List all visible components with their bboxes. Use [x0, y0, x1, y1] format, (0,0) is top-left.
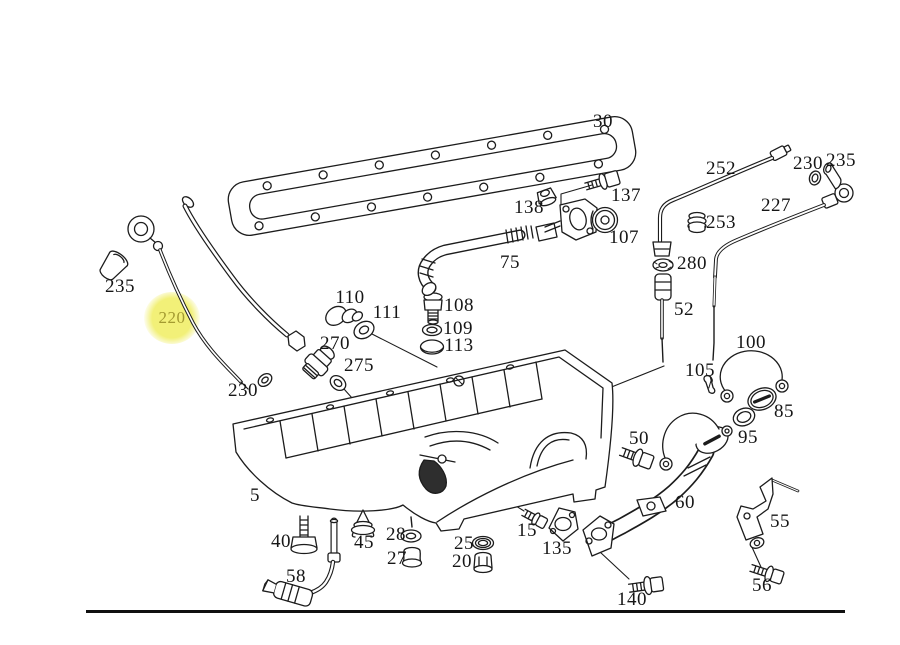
part-label-235-top[interactable]: 235 [826, 150, 856, 171]
clamp-100 [719, 350, 789, 403]
part-label-100[interactable]: 100 [736, 332, 766, 353]
part-label-109[interactable]: 109 [443, 318, 473, 339]
gasket-135 [548, 507, 579, 542]
part-label-25[interactable]: 25 [454, 533, 474, 554]
part-label-107[interactable]: 107 [609, 227, 639, 248]
part-label-111[interactable]: 111 [372, 302, 402, 323]
guide-tube [181, 196, 306, 352]
gasket-30 [227, 116, 637, 236]
part-label-275[interactable]: 275 [344, 355, 374, 376]
nut-138 [536, 187, 557, 207]
part-label-85[interactable]: 85 [774, 401, 794, 422]
part-label-5[interactable]: 5 [250, 485, 260, 506]
leader-111-to-pan [371, 333, 438, 368]
oil-pan-5 [232, 349, 614, 532]
cap-235-right [822, 162, 842, 190]
bolt-137 [584, 170, 621, 191]
seal-95 [732, 407, 756, 427]
bolt-56 [749, 563, 785, 585]
part-label-75[interactable]: 75 [500, 252, 520, 273]
dipstick-220 [127, 215, 249, 390]
bracket-55 [736, 477, 800, 549]
part-label-58[interactable]: 58 [286, 566, 306, 587]
part-label-230-left[interactable]: 230 [228, 380, 258, 401]
cap-113 [419, 339, 445, 355]
ring-111 [353, 320, 375, 340]
cap-235-left [99, 250, 129, 281]
leader-55-to-56 [750, 544, 762, 568]
leader-flange-to-140 [599, 551, 630, 580]
part-label-220-highlighted[interactable]: 220 [158, 308, 186, 327]
bolt-140 [627, 576, 665, 596]
grommet-253 [687, 211, 707, 234]
washer-28 [400, 516, 422, 543]
part-label-110[interactable]: 110 [335, 287, 365, 308]
retainer-clip-on-pipe [662, 412, 720, 463]
part-label-113[interactable]: 113 [444, 335, 474, 356]
part-label-108[interactable]: 108 [444, 295, 474, 316]
fitting-270 [302, 345, 335, 380]
pipe-252 [657, 144, 792, 244]
seal-230-left [257, 372, 273, 388]
plug-110 [325, 305, 364, 326]
ring-25 [471, 535, 495, 551]
grommet-27 [401, 546, 423, 568]
part-label-95[interactable]: 95 [738, 427, 758, 448]
tube-52 [652, 241, 672, 363]
part-label-55[interactable]: 55 [770, 511, 790, 532]
bolt-50 [618, 447, 655, 470]
part-label-252[interactable]: 252 [706, 158, 736, 179]
part-label-270[interactable]: 270 [320, 333, 350, 354]
sensor-58 [262, 517, 341, 607]
cap-85 [747, 387, 777, 411]
part-label-45[interactable]: 45 [354, 532, 374, 553]
seal-230-right [808, 170, 822, 186]
washer-280 [652, 258, 674, 272]
part-label-30[interactable]: 30 [593, 111, 613, 132]
part-label-140[interactable]: 140 [617, 589, 647, 610]
part-label-230-top[interactable]: 230 [793, 153, 823, 174]
diagram-baseline-rule [86, 610, 845, 613]
plug-108 [423, 292, 443, 325]
part-107 [590, 206, 619, 234]
part-label-50[interactable]: 50 [629, 428, 649, 449]
part-label-28[interactable]: 28 [386, 524, 406, 545]
part-label-52[interactable]: 52 [674, 299, 694, 320]
part-label-138[interactable]: 138 [514, 197, 544, 218]
nut-20 [473, 551, 493, 574]
bolt-15 [521, 508, 549, 529]
seal-109 [421, 323, 443, 337]
screw-105 [703, 374, 716, 394]
part-label-15[interactable]: 15 [517, 520, 537, 541]
part-label-20[interactable]: 20 [452, 551, 472, 572]
part-label-27[interactable]: 27 [387, 548, 407, 569]
bolt-40 [290, 515, 318, 555]
housing-75-end [544, 198, 598, 241]
part-label-253[interactable]: 253 [706, 212, 736, 233]
part-label-40[interactable]: 40 [271, 531, 291, 552]
part-label-135[interactable]: 135 [542, 538, 572, 559]
part-label-60[interactable]: 60 [675, 492, 695, 513]
seal-275 [329, 374, 347, 392]
part-label-280[interactable]: 280 [677, 253, 707, 274]
part-label-105[interactable]: 105 [685, 360, 715, 381]
part-label-56[interactable]: 56 [752, 575, 772, 596]
part-label-235-left[interactable]: 235 [105, 276, 135, 297]
filler-pipe-60 [582, 412, 733, 557]
part-label-137[interactable]: 137 [611, 185, 641, 206]
plug-45 [350, 509, 376, 538]
hose-75 [417, 222, 558, 297]
pipe-227 [712, 183, 854, 361]
part-label-227[interactable]: 227 [761, 195, 791, 216]
